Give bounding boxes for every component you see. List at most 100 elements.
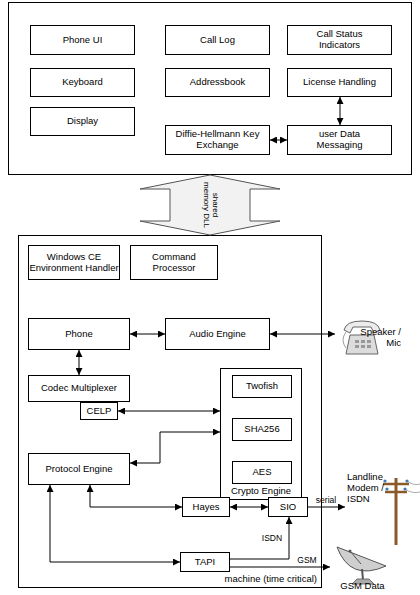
text-block: Audio Engine (166, 319, 269, 349)
text-block: GSM Data (330, 538, 395, 594)
component-box: Display (30, 107, 135, 136)
node-label: Phone UI (63, 35, 103, 46)
edge-label: shared memory DLL (201, 180, 219, 230)
node-label: Crypto Engine (231, 486, 291, 497)
satellite-dish-icon (337, 547, 386, 584)
telephone-pole-icon (383, 478, 420, 545)
connector-arrow (50, 485, 180, 562)
text-block: AES (233, 462, 291, 483)
edge-label: ISDN (262, 533, 282, 543)
component-box: Call Status Indicators (287, 25, 392, 55)
connector-arrow (130, 432, 220, 463)
node-label: Hayes (193, 502, 220, 513)
component-box: Hayes (182, 497, 230, 517)
text-block: Keyboard (31, 69, 134, 96)
text-block: SHA256 (233, 419, 291, 440)
text-block: Addressbook (166, 69, 269, 96)
node-label: Codec Multiplexer (41, 383, 117, 394)
node-label: SIO (280, 502, 296, 513)
device-label: Speaker / Mic (335, 315, 403, 360)
component-box: License Handling (287, 68, 392, 97)
node-label: CELP (87, 406, 112, 417)
component-box: Diffie-Hellmann Key Exchange (165, 125, 270, 155)
component-box: Keyboard (30, 68, 135, 97)
component-box: Phone UI (30, 25, 135, 55)
node-label: machine (time critical) (225, 574, 317, 585)
connector-arrow (270, 140, 287, 141)
text-block: Phone UI (31, 26, 134, 54)
node-label: Command Processor (139, 252, 209, 274)
node-label: Display (67, 116, 98, 127)
node-label: Protocol Engine (45, 464, 112, 475)
connector-arrow (90, 485, 182, 507)
node-label: GSM Data (340, 581, 384, 592)
text-block: Codec Multiplexer (29, 376, 129, 401)
node-label: TAPI (195, 557, 215, 568)
connector-arrow (340, 97, 341, 125)
node-label: Call Status Indicators (300, 29, 380, 51)
edge-label: GSM (297, 555, 316, 565)
node-label: SHA256 (244, 424, 279, 435)
node-label: Phone (65, 329, 92, 340)
component-box: Windows CE Environment Handler (28, 245, 120, 280)
text-block: License Handling (288, 69, 391, 96)
device-label: Landline Modem / ISDN (345, 470, 415, 545)
node-label: Speaker / Mic (359, 327, 401, 349)
component-box: TAPI (180, 552, 230, 572)
component-box: SHA256 (232, 418, 292, 441)
connector-arrow (308, 507, 345, 508)
component-box: Command Processor (130, 245, 218, 280)
node-label: Addressbook (190, 77, 245, 88)
text-block: Display (31, 108, 134, 135)
group-box: Crypto Engine TwofishSHA256AES (220, 368, 302, 500)
text-block: Call Status Indicators (288, 26, 391, 54)
component-box: CELP (80, 402, 118, 420)
connector-arrow (79, 350, 80, 375)
node-label: License Handling (303, 77, 376, 88)
connector-arrow (230, 567, 330, 568)
component-box: Call Log (165, 25, 270, 55)
connector-arrow (230, 517, 289, 559)
ui-layer-box: Phone UI Call Log Call Status IndicatorsKe… (8, 2, 412, 175)
node-label: Twofish (246, 381, 278, 392)
double-arrow-connector (140, 175, 280, 235)
text-block: Command Processor (131, 246, 217, 279)
text-block: Hayes (183, 498, 229, 516)
component-box: Addressbook (165, 68, 270, 97)
component-box: Protocol Engine (28, 453, 130, 485)
node-label: Call Log (200, 35, 235, 46)
text-block: Diffie-Hellmann Key Exchange (166, 126, 269, 154)
node-label: Audio Engine (189, 329, 246, 340)
node-label: Diffie-Hellmann Key Exchange (166, 129, 269, 151)
text-block: TAPI (181, 553, 229, 571)
text-block: Protocol Engine (29, 454, 129, 484)
text-block: Call Log (166, 26, 269, 54)
text-block: CELP (81, 403, 117, 419)
component-box: Phone (28, 318, 130, 350)
text-block: Windows CE Environment Handler (29, 246, 119, 279)
component-box: Twofish (232, 375, 292, 398)
text-block: user Data Messaging (288, 126, 391, 154)
text-block: Speaker / Mic (335, 315, 403, 360)
text-block: SIO (269, 498, 307, 516)
edge-label: serial (316, 495, 336, 505)
node-label: Landline Modem / ISDN (347, 472, 395, 505)
component-box: AES (232, 461, 292, 484)
component-box: SIO (268, 497, 308, 517)
connector-arrow (230, 507, 268, 508)
device-label: GSM Data (330, 538, 395, 594)
node-label: AES (252, 467, 271, 478)
text-block: Twofish (233, 376, 291, 397)
node-label: user Data Messaging (305, 129, 375, 151)
text-block: Phone (29, 319, 129, 349)
connector-arrow (118, 411, 220, 412)
node-label: Windows CE Environment Handler (29, 252, 119, 274)
node-label: Keyboard (62, 77, 103, 88)
component-box: Audio Engine (165, 318, 270, 350)
component-box: user Data Messaging (287, 125, 392, 155)
text-block: Landline Modem / ISDN (345, 470, 415, 545)
component-box: Codec Multiplexer (28, 375, 130, 402)
connector-arrow (270, 334, 335, 335)
